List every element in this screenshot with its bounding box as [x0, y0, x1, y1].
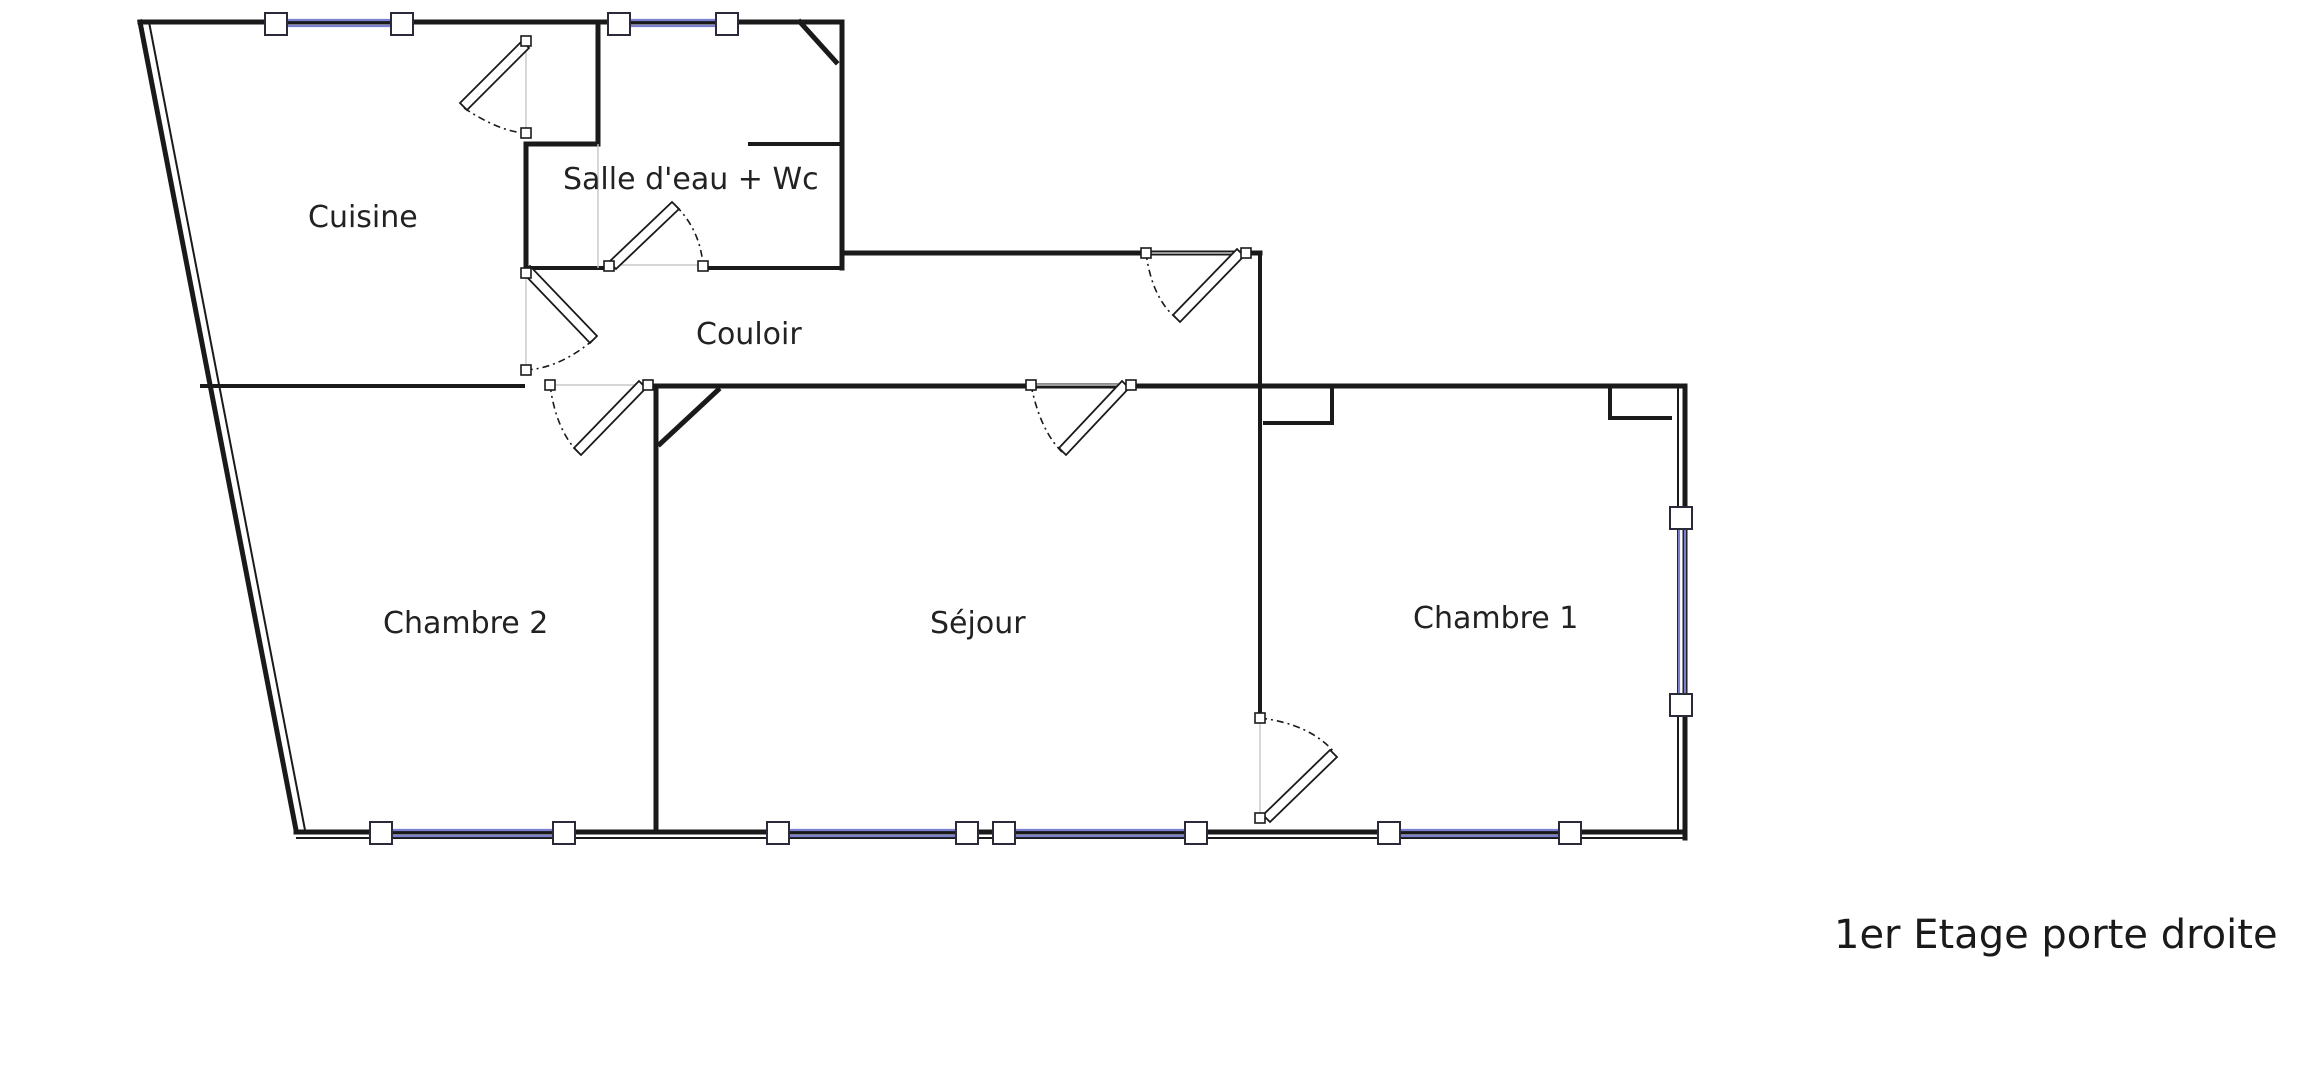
room-label-chambre-1: Chambre 1	[1413, 601, 1578, 636]
window-handle	[264, 12, 288, 36]
windows	[264, 12, 1693, 845]
window-handle	[1377, 821, 1401, 845]
room-label-salle-eau: Salle d'eau + Wc	[563, 162, 819, 197]
door-chambre-1	[1254, 712, 1339, 824]
window-handle	[992, 821, 1016, 845]
window-handle	[955, 821, 979, 845]
door-sejour	[1025, 379, 1137, 457]
window-bottom-sejour-left	[766, 821, 979, 845]
window-handle	[552, 821, 576, 845]
window-handle	[607, 12, 631, 36]
door-cuisine-lower	[520, 264, 599, 376]
window-right-chambre-1	[1669, 506, 1693, 717]
door-couloir-right	[1140, 247, 1252, 324]
window-handle	[766, 821, 790, 845]
doors	[458, 35, 1339, 824]
window-handle	[1669, 693, 1693, 717]
window-top-left	[264, 12, 414, 36]
door-chambre-2	[544, 379, 654, 457]
window-handle	[1558, 821, 1582, 845]
floor-caption: 1er Etage porte droite	[1834, 912, 2278, 958]
window-top-center	[607, 12, 739, 36]
room-label-couloir: Couloir	[696, 317, 802, 352]
window-handle	[715, 12, 739, 36]
window-bottom-sejour-right	[992, 821, 1208, 845]
interior-walls	[200, 18, 1688, 835]
window-bottom-chambre-2	[369, 821, 576, 845]
room-label-chambre-2: Chambre 2	[383, 606, 548, 641]
window-handle	[1669, 506, 1693, 530]
room-label-sejour: Séjour	[930, 606, 1026, 641]
window-bottom-chambre-1	[1377, 821, 1582, 845]
window-handle	[1184, 821, 1208, 845]
door-salle-eau	[603, 200, 709, 272]
room-label-cuisine: Cuisine	[308, 200, 418, 235]
door-cuisine-upper	[458, 35, 532, 139]
outer-walls	[137, 19, 1688, 841]
window-handle	[390, 12, 414, 36]
window-handle	[369, 821, 393, 845]
